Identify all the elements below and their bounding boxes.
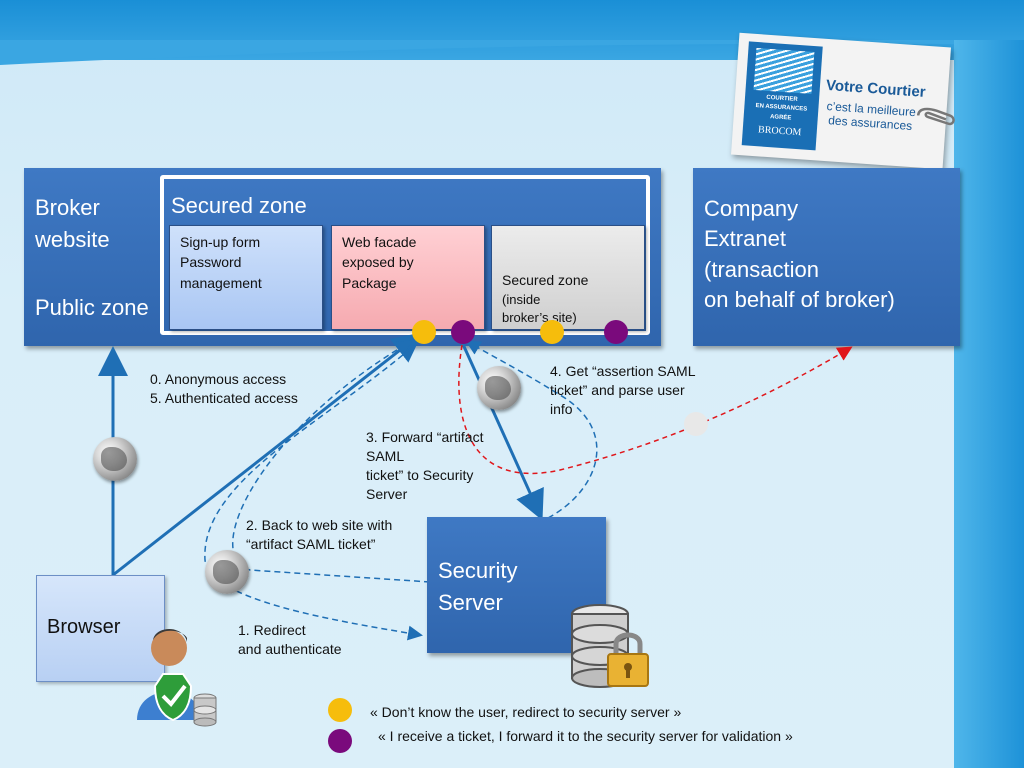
paperclip-icon (916, 107, 955, 126)
globe-icon (205, 550, 249, 594)
yellow-dot-inner (540, 320, 564, 344)
side-band (954, 40, 1024, 768)
grey-dot (684, 412, 708, 436)
step-1-label: 1. Redirect and authenticate (238, 622, 342, 657)
purple-dot-facade (451, 320, 475, 344)
secured-zone-title: Secured zone (171, 193, 307, 218)
yellow-dot-facade (412, 320, 436, 344)
step-0-5-label: 0. Anonymous access 5. Authenticated acc… (150, 371, 298, 406)
step-3-label: 3. Forward “artifact SAML ticket” to Sec… (366, 429, 484, 502)
inner-secured-zone-label: Secured zone (502, 272, 589, 289)
globe-icon (93, 437, 137, 481)
signup-form-box: Sign-up form Password management (169, 225, 323, 330)
public-zone-label: Public zone (35, 295, 149, 320)
legend-yellow-dot (328, 698, 352, 722)
globe-icon (477, 366, 521, 410)
brocom-logo-card: COURTIER EN ASSURANCES AGRÉE BROCOM Votr… (731, 32, 955, 170)
arrow-redirect-dashed (204, 341, 423, 641)
browser-label: Browser (47, 616, 121, 638)
company-extranet-title: Company Extranet (transaction on behalf … (704, 196, 895, 313)
purple-dot-inner (604, 320, 628, 344)
broker-website-title: Broker website (35, 195, 110, 252)
arrow-get-assertion-dashed (465, 340, 598, 519)
user-shield-icon (137, 629, 217, 727)
browser-box: Browser (36, 575, 165, 682)
step-4-label: 4. Get “assertion SAML ticket” and parse… (550, 363, 696, 417)
header-wave (0, 40, 1024, 65)
legend-purple-text: « I receive a ticket, I forward it to th… (378, 728, 793, 744)
inner-secured-zone-box: Secured zone (inside broker’s site) (491, 225, 645, 330)
security-server-label: Security Server (438, 558, 518, 615)
company-extranet-box: Company Extranet (transaction on behalf … (693, 168, 960, 346)
database-lock-icon (571, 604, 649, 688)
arrow-browser-to-facade (112, 332, 423, 577)
arrow-facade-to-security (460, 341, 544, 521)
legend-purple-dot (328, 729, 352, 753)
web-facade-box: Web facade exposed by Package (331, 225, 485, 330)
legend-yellow-text: « Don’t know the user, redirect to secur… (370, 704, 682, 720)
step-2-label: 2. Back to web site with “artifact SAML … (246, 517, 393, 552)
arrow-to-extranet-red (458, 344, 853, 475)
